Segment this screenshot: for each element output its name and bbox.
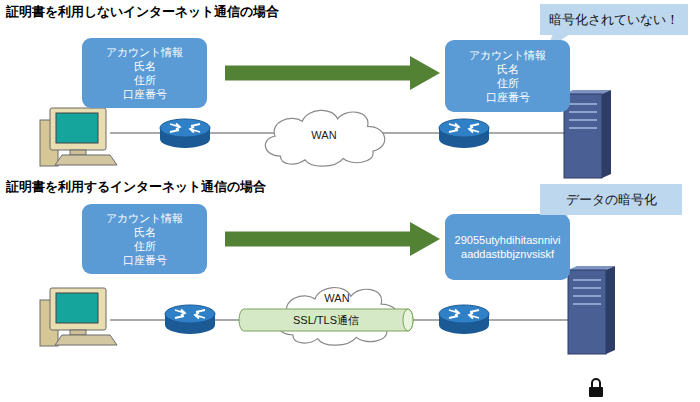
- router-symbol: [165, 305, 215, 334]
- router-symbol: [439, 119, 489, 148]
- client-computer: [40, 108, 117, 166]
- node-text: 住所: [134, 73, 156, 87]
- info-box: アカウント情報氏名住所口座番号: [82, 204, 207, 274]
- node-text: 口座番号: [123, 87, 167, 101]
- section-heading: 証明書を利用しないインターネット通信の場合: [6, 4, 279, 21]
- node-text: アカウント情報: [106, 211, 183, 225]
- callout-bubble: データの暗号化: [540, 184, 682, 215]
- node-text: データの暗号化: [566, 192, 657, 208]
- node-text: アカウント情報: [469, 48, 546, 62]
- tls-tunnel: SSL/TLS通信: [238, 308, 414, 332]
- client-computer: [40, 288, 117, 346]
- tube-body: [239, 309, 413, 331]
- info-box: 29055utyhdihitasnnivi aaddastbbjznvsiskf: [445, 214, 570, 280]
- node-text: 暗号化されていない！: [549, 12, 679, 28]
- node-text: 住所: [497, 76, 519, 90]
- info-box: アカウント情報氏名住所口座番号: [445, 40, 570, 112]
- section-heading: 証明書を利用するインターネット通信の場合: [6, 179, 266, 196]
- node-text: 氏名: [497, 62, 519, 76]
- callout-bubble: 暗号化されていない！: [540, 4, 688, 35]
- node-text: 29055utyhdihitasnnivi aaddastbbjznvsiskf: [453, 233, 562, 261]
- node-text: WAN: [324, 292, 349, 305]
- flow-arrow: [225, 66, 412, 81]
- router-symbol: [439, 305, 489, 334]
- lock-icon: [592, 379, 600, 387]
- tube-end: [403, 309, 413, 331]
- flow-arrow: [225, 232, 412, 247]
- server-symbol: [568, 266, 615, 354]
- node-text: 住所: [134, 239, 156, 253]
- wan-cloud: WAN: [256, 104, 392, 166]
- node-text: 口座番号: [486, 90, 530, 104]
- server-symbol: [564, 90, 611, 178]
- node-text: WAN: [311, 129, 336, 142]
- node-text: 氏名: [134, 59, 156, 73]
- cloud-outline: [265, 110, 384, 166]
- info-box: アカウント情報氏名住所口座番号: [82, 38, 207, 108]
- router-symbol: [160, 119, 210, 148]
- node-text: 氏名: [134, 225, 156, 239]
- node-text: アカウント情報: [106, 45, 183, 59]
- lock-icon: [589, 387, 603, 397]
- node-text: 口座番号: [123, 253, 167, 267]
- node-text: SSL/TLS通信: [293, 314, 359, 327]
